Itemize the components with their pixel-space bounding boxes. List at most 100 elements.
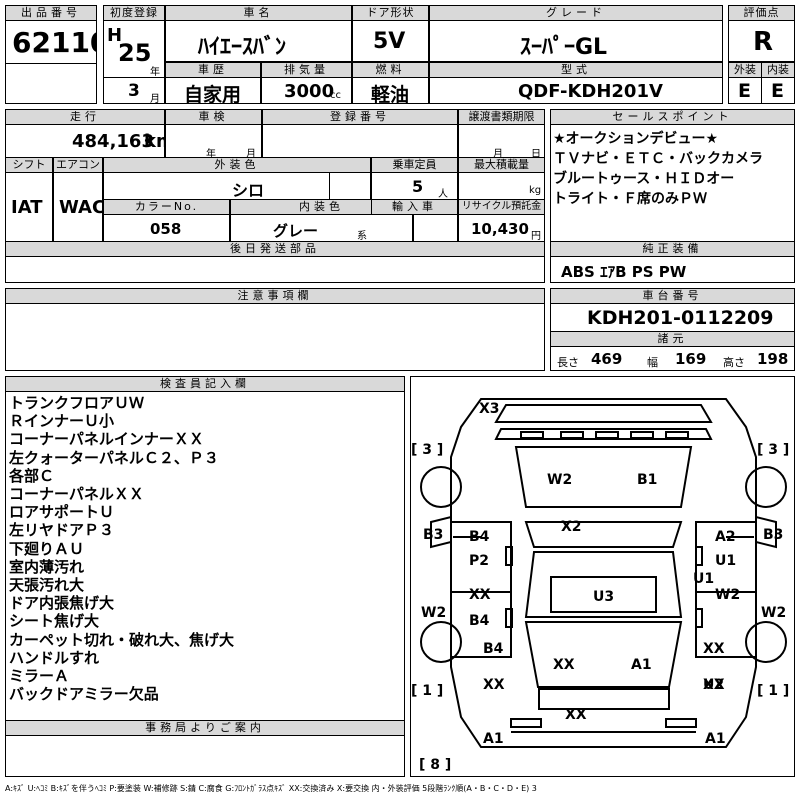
notes-label: 注意事項欄 [5,288,545,304]
disp-cell: 3000 cc [261,77,352,104]
damage-mark: [ 3 ] [757,442,790,458]
insp-month-unit: 月 [246,149,256,158]
damage-mark: W2 [547,472,573,488]
inspector-line: カーペット切れ・破れ大、焦げ大 [9,630,235,649]
damage-mark: X2 [561,519,582,535]
door-label: ドア形状 [352,5,429,21]
damage-mark: X3 [479,401,500,417]
inspector-line: 天張汚れ大 [9,576,85,595]
color-no-label: カラーNo. [103,199,230,215]
inspector-line: 左リヤドアＰ３ [9,521,115,540]
ext-cell: E [728,77,762,104]
color-cell: シロ [103,172,371,200]
damage-mark: [ 1 ] [411,683,444,699]
inspector-line: ドア内張焦げ大 [9,594,115,613]
damage-mark: [ 3 ] [411,442,444,458]
inspector-notes: トランクフロアＵＷ ＲインナーＵ小 コーナーパネルインナーＸＸ 左クォーターパネ… [5,391,405,721]
fuel-label: 燃料 [352,62,429,78]
mileage-cell: 484,163 km [5,124,165,158]
load-label: 最大積載量 [458,157,545,173]
reg-no-label: 登録番号 [262,109,458,125]
capacity-unit: 人 [438,189,448,200]
reg-no-cell [262,124,458,158]
damage-mark: U1 [693,571,715,587]
damage-mark: B4 [469,529,490,545]
damage-mark: B1 [637,472,658,488]
width-label: 幅 [647,356,658,369]
selling-points: ★オークションデビュー★ ＴＶナビ・ＥＴＣ・バックカメラ ブルートゥース・ＨＩＤ… [550,124,795,242]
inspector-line: シート焦げ大 [9,612,100,631]
history-cell: 自家用 [165,77,261,104]
reg-month-cell: 3 月 [103,77,165,104]
spec-cell: 長さ 469 幅 169 高さ 198 [550,346,795,371]
recycle-label: リサイクル預託金 [458,199,545,215]
int-color: グレー [273,222,319,240]
score-label: 評価点 [728,5,795,21]
int-cell: E [761,77,795,104]
inspection-label: 車検 [165,109,262,125]
color-sub-cell [329,172,371,200]
load-unit: kg [529,185,542,196]
load-cell: kg [458,172,545,200]
selling-label: セールスポイント [550,109,795,125]
damage-mark: U3 [593,589,615,605]
inspection-cell: 年 月 [165,124,262,158]
transfer-label: 譲渡書類期限 [458,109,545,125]
damage-mark: [ 1 ] [757,683,790,699]
chassis-number: KDH201-0112209 [587,307,774,329]
score-cell: R [728,20,795,62]
recycle-unit: 円 [531,231,541,242]
later-parts-label: 後日発送部品 [5,241,545,257]
spec-label: 諸元 [550,331,795,347]
lot-number-cell: 62110 [5,20,97,64]
ext-score: E [738,80,751,102]
inspector-line: トランクフロアＵＷ [9,394,145,412]
inspector-line: ハンドルすれ [9,648,100,667]
inspector-line: コーナーパネルインナーＸＸ [9,430,204,449]
inspector-line: 各部Ｃ [9,466,55,485]
damage-mark: W2 [421,605,447,621]
fuel: 軽油 [371,84,410,104]
damage-legend: A:ｷｽﾞ U:ﾍｺﾐ B:ｷｽﾞを伴うﾍｺﾐ P:要塗装 W:補修跡 S:錆 … [5,784,537,793]
damage-mark: W2 [715,587,741,603]
history: 自家用 [184,84,242,104]
inspector-line: コーナーパネルＸＸ [9,485,144,504]
car-name-cell: ﾊｲｴｰｽﾊﾞﾝ [165,20,352,62]
int-color-unit: 系 [357,231,367,242]
damage-mark: B3 [423,527,444,543]
later-parts-cell [5,256,545,283]
transfer-cell: 月 日 [458,124,545,158]
int-color-cell: グレー 系 [230,214,413,242]
insp-year-unit: 年 [206,149,216,158]
history-label: 車歴 [165,62,261,78]
equipment-label: 純正装備 [550,241,795,257]
inspector-line: ロアサポートＵ [9,503,115,522]
damage-mark: XX [703,641,725,657]
damage-mark: U2 [703,677,725,693]
inspector-line: ＲインナーＵ小 [9,412,115,431]
length-label: 長さ [557,356,579,369]
grade: ｽｰﾊﾟｰGL [520,35,608,60]
month-unit: 月 [150,94,160,104]
selling-line: トライト・Ｆ席のみＰＷ [553,191,707,207]
era: H [107,25,123,46]
car-name-label: 車名 [165,5,352,21]
selling-line: ブルートゥース・ＨＩＤオー [553,171,735,187]
damage-mark: B3 [763,527,784,543]
damage-mark: A2 [715,529,736,545]
mileage: 484,163 [72,131,154,152]
damage-mark: XX [469,587,491,603]
import-label: 輸入車 [371,199,458,215]
color: シロ [232,181,265,200]
year-unit: 年 [150,67,160,78]
damage-mark: A1 [483,731,504,747]
damage-mark: W2 [761,605,787,621]
damage-mark: XX [703,677,725,693]
damage-mark: A1 [705,731,726,747]
damage-mark: B4 [483,641,504,657]
color-no-cell: 058 [103,214,230,242]
score: R [753,27,774,57]
tr-month-unit: 月 [493,149,503,158]
inspector-label: 検査員記入欄 [5,376,405,392]
damage-mark: XX [483,677,505,693]
